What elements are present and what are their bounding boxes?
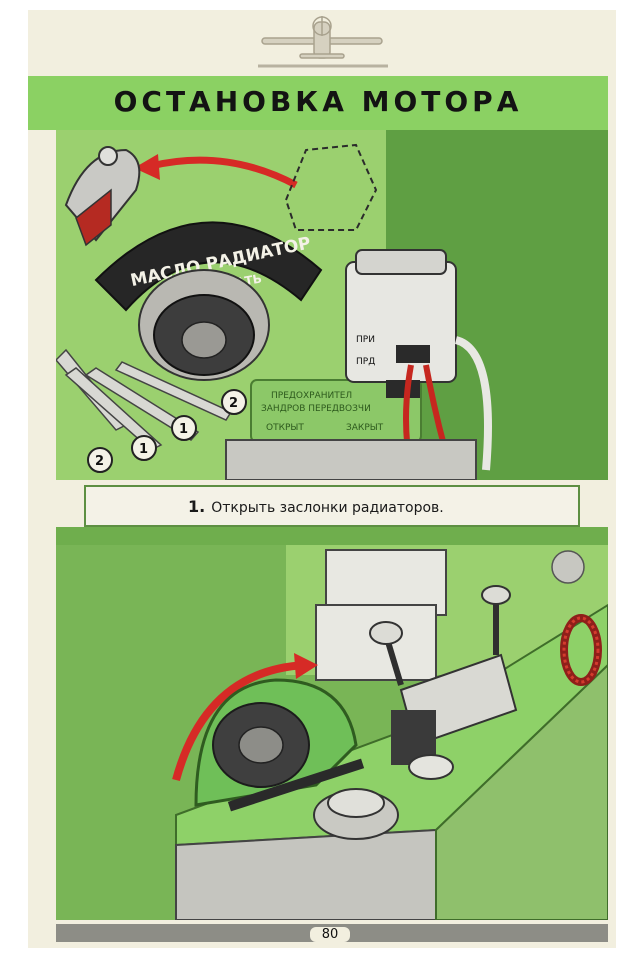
console-front: [175, 828, 437, 920]
title-band: ОСТАНОВКА МОТОРА: [28, 76, 608, 130]
step-number: 1.: [188, 497, 206, 516]
step-caption: 1. Открыть заслонки радиаторов.: [188, 497, 444, 516]
plate-line-1: ПРЕДОХРАНИТЕЛ: [271, 391, 352, 401]
step-caption-box: 1. Открыть заслонки радиаторов.: [84, 485, 580, 527]
lever-bank: 2 1 1 2: [56, 348, 247, 473]
radiator-handle: [64, 146, 141, 247]
plate-open-label: ОТКРЫТ: [266, 423, 304, 433]
radiator-arc-plate: [94, 221, 323, 312]
cockpit-drawing: [172, 545, 608, 920]
lever-number-1: 2: [95, 454, 104, 469]
cockpit-illustration: [56, 545, 608, 920]
lever-number-2: 1: [139, 442, 148, 457]
plate-line-2: ЗАНДРОВ ПЕРЕДВОЗЧИ: [261, 404, 371, 414]
switch-box: ПРИ ПРД: [345, 249, 492, 471]
throttle-quadrant: [369, 585, 518, 765]
page-number: 80: [310, 927, 350, 942]
plate-closed-label: ЗАКРЫТ: [346, 423, 384, 433]
gauge-panels: [315, 549, 447, 681]
trim-wheel: [560, 614, 602, 686]
radiator-control-drawing: МАСЛО РАДИАТОР ОТКРЫВАТЬ 2 1 1 2 ПРЕДОХР…: [56, 130, 608, 480]
red-direction-arrow: [150, 156, 298, 189]
pulley-wheel: [138, 269, 270, 381]
shutter-plate: ПРЕДОХРАНИТЕЛ ЗАНДРОВ ПЕРЕДВОЗЧИ ОТКРЫТ …: [250, 379, 422, 443]
switch-label-bottom: ПРД: [356, 357, 375, 367]
switch-label-top: ПРИ: [356, 335, 375, 345]
filler-cap: [313, 754, 454, 840]
radiator-control-illustration: МАСЛО РАДИАТОР ОТКРЫВАТЬ 2 1 1 2 ПРЕДОХР…: [56, 130, 608, 480]
step-text: Открыть заслонки радиаторов.: [211, 500, 444, 516]
aircraft-emblem-icon: [258, 16, 388, 68]
page-title: ОСТАНОВКА МОТОРА: [113, 85, 523, 118]
separator-band: [56, 527, 608, 545]
lever-number-3: 1: [179, 422, 188, 437]
red-rotation-arrow: [172, 661, 307, 782]
handle-ghost-outline: [284, 143, 378, 231]
lever-number-4: 2: [229, 396, 238, 411]
